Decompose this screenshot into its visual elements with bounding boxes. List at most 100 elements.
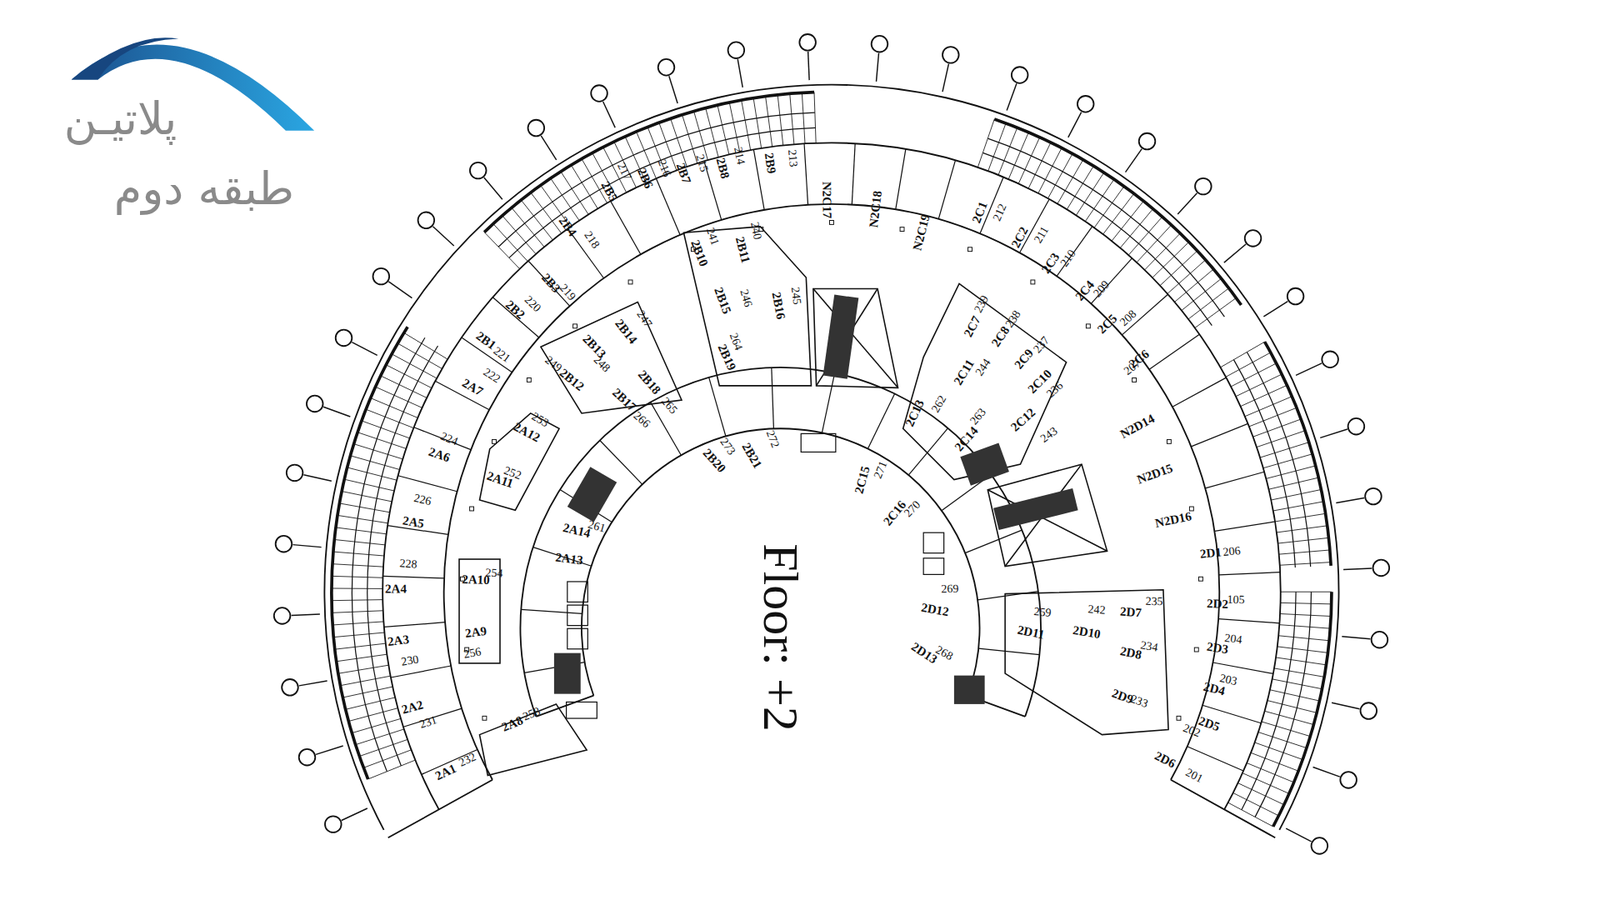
wall-line: [978, 648, 1040, 655]
column-marker: [1348, 418, 1365, 435]
marker-leader: [1285, 828, 1311, 842]
marker-leader: [292, 545, 321, 548]
island-walls: [459, 226, 1169, 776]
column-marker: [799, 34, 816, 51]
unit-code: 2A8: [500, 714, 525, 735]
wall-line: [391, 354, 437, 379]
unit-code: 2A13: [555, 551, 585, 568]
wall-line: [1273, 501, 1324, 511]
unit-code: 2D1: [1200, 545, 1223, 561]
unit-number: 266: [631, 410, 653, 430]
wall-line: [335, 643, 386, 650]
wall-line: [332, 564, 384, 567]
column-marker: [871, 35, 889, 53]
wall-line: [1261, 721, 1311, 737]
floor-title: طبقه دوم: [114, 166, 295, 212]
column-marker: [1139, 133, 1156, 150]
wall-line: [1056, 226, 1093, 277]
column-marker: [286, 465, 304, 482]
wall-line: [1268, 477, 1319, 490]
wall-line: [1219, 572, 1280, 575]
unit-code: 2B11: [733, 235, 752, 265]
wall-line: [390, 665, 451, 678]
wall-line: [998, 127, 1018, 175]
wall-line: [1149, 334, 1200, 370]
wall-line: [331, 600, 383, 601]
column-marker: [335, 330, 353, 347]
wall-line: [535, 695, 594, 717]
column: [482, 715, 487, 720]
wall-line: [1280, 591, 1332, 593]
unit-number: 201: [1183, 766, 1205, 785]
unit-number: 230: [400, 654, 420, 669]
wall-line: [1075, 172, 1104, 215]
unit-code: 2A1: [433, 762, 459, 784]
column-marker: [1321, 350, 1339, 368]
column-marker: [1373, 560, 1390, 577]
column: [1166, 439, 1171, 444]
marker-leader: [1331, 702, 1360, 709]
unit-code: 2C15: [852, 464, 872, 495]
wall-line: [357, 432, 406, 450]
wall-line: [1018, 137, 1040, 185]
wall-line: [1240, 385, 1288, 406]
wall-line: [741, 100, 751, 150]
marker-leader: [603, 101, 615, 128]
wall-line: [1278, 537, 1330, 544]
unit-number: 237: [1031, 334, 1052, 355]
unit-number: 242: [1087, 604, 1106, 617]
unit-number: 228: [399, 557, 418, 570]
wall-line: [1120, 209, 1153, 249]
column-marker: [281, 679, 299, 696]
wall-line: [1008, 132, 1029, 180]
wall-line: [1085, 179, 1115, 222]
unit-code: 2A6: [426, 445, 451, 465]
column: [968, 247, 973, 252]
column-marker: [1340, 771, 1357, 789]
column: [1176, 715, 1181, 720]
unit-number: 244: [974, 356, 994, 378]
wall-line: [581, 159, 608, 204]
column-marker: [728, 41, 745, 59]
wall-line: [1278, 635, 1330, 641]
unit-code: N2D16: [1154, 510, 1193, 531]
wall-line: [1215, 521, 1276, 531]
wall-line: [1174, 269, 1214, 303]
wall-line: [1152, 241, 1190, 278]
unit-code: N2C19: [910, 213, 932, 252]
unit-code: 2C1: [970, 200, 990, 225]
column-marker: [275, 535, 293, 553]
unit-code: N2C17: [820, 181, 834, 219]
wall-line: [1277, 646, 1329, 653]
wall-line: [1190, 423, 1248, 447]
marker-leader: [484, 177, 503, 200]
wall-line: [1276, 525, 1328, 533]
wall-line: [333, 551, 385, 556]
column: [1199, 576, 1204, 581]
wall-line: [398, 475, 458, 492]
wall-line: [1267, 700, 1317, 714]
wall-line: [1057, 160, 1084, 205]
column-marker: [528, 120, 545, 137]
wall-line: [705, 108, 719, 158]
unit-number: 256: [462, 645, 482, 660]
wall-line: [343, 686, 394, 698]
unit-code: 2B18: [635, 368, 663, 397]
column: [526, 378, 531, 383]
wall-line: [1263, 454, 1313, 469]
wall-line: [355, 729, 405, 745]
column-marker: [418, 212, 435, 230]
unit-code: 2D12: [920, 601, 950, 620]
wall-line: [771, 367, 775, 429]
column-marker: [274, 607, 291, 625]
wall-line: [344, 479, 395, 491]
wall-line: [1250, 752, 1299, 771]
marker-leader: [669, 75, 678, 104]
marker-leader: [876, 53, 880, 82]
wall-line: [1090, 258, 1132, 305]
wall-line: [1280, 602, 1332, 604]
unit-code: 2B14: [612, 317, 640, 347]
wall-line: [370, 398, 418, 419]
wall-line: [347, 467, 397, 480]
wall-line: [388, 780, 493, 838]
